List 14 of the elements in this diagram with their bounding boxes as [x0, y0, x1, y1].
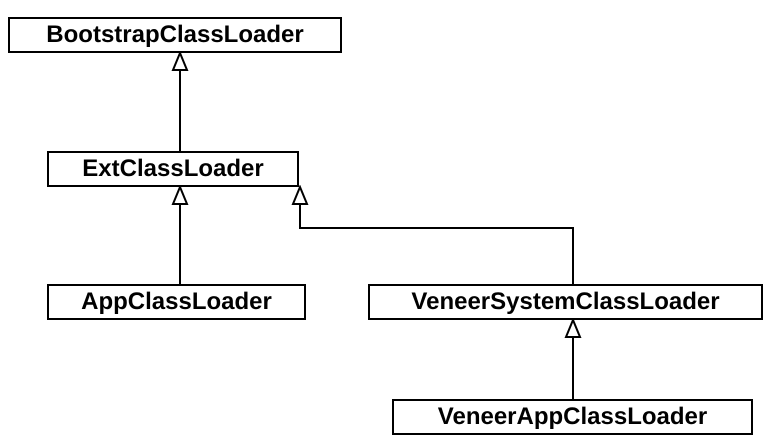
- class-box: [392, 399, 753, 435]
- inheritance-arrow: [292, 186, 574, 284]
- class-name: VeneerAppClassLoader: [438, 405, 708, 429]
- inheritance-arrow: [565, 319, 581, 399]
- class-name: AppClassLoader: [81, 290, 272, 314]
- class-name: ExtClassLoader: [82, 157, 264, 181]
- class-box: [8, 17, 342, 53]
- class-box: [47, 284, 306, 320]
- class-name: VeneerSystemClassLoader: [411, 290, 720, 314]
- class-name: BootstrapClassLoader: [46, 23, 304, 47]
- inheritance-arrow: [172, 52, 188, 151]
- inheritance-arrow: [172, 186, 188, 284]
- class-box: [368, 284, 763, 320]
- class-box: [47, 151, 299, 187]
